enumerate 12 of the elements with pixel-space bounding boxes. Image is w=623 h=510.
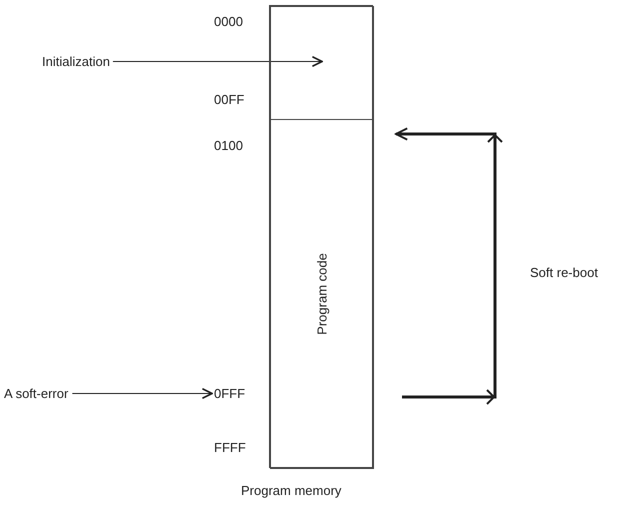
memory-segment [270,6,374,120]
node-text: A soft-error [4,386,68,401]
memory-title: Program memory [241,483,342,498]
address-label: 00FF [214,92,244,107]
node-text: Initialization [42,54,110,69]
segment-label: Program code [314,253,330,335]
address-label: 0100 [214,138,243,153]
edge-label: Soft re-boot [530,265,598,280]
address-label: FFFF [214,440,246,455]
node-text: 0FFF [214,386,246,401]
memory-segment [270,119,374,469]
address-label: 0000 [214,14,243,29]
